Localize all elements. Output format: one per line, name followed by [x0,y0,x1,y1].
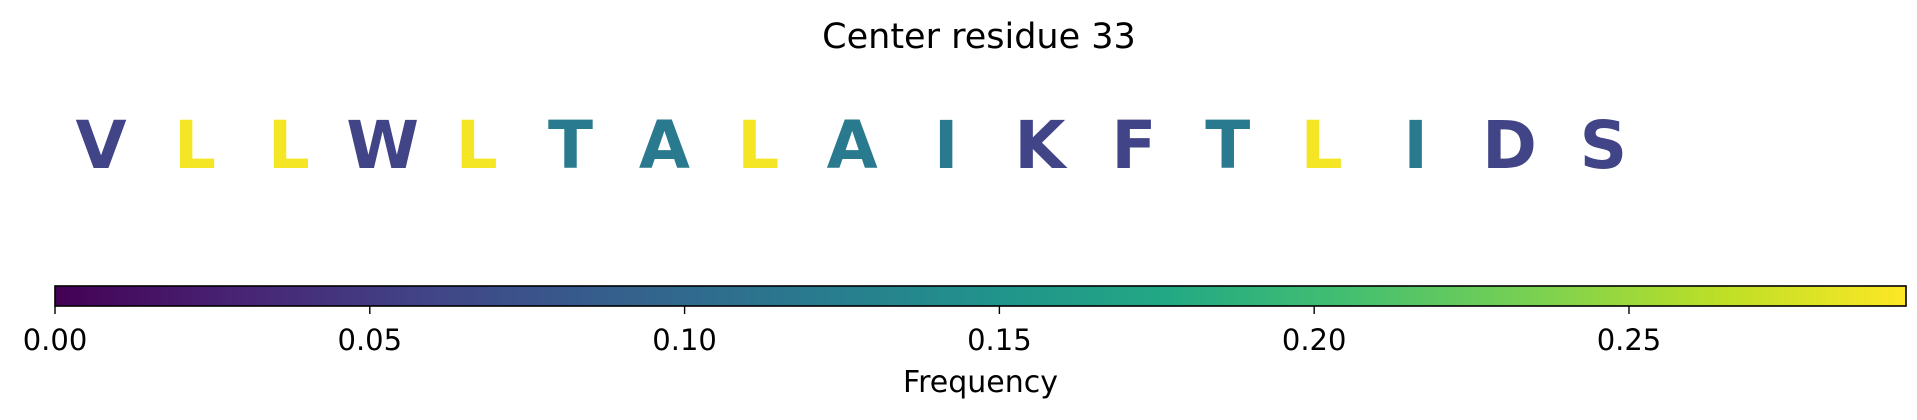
residue-letter: I [934,107,959,184]
colorbar-tick-label: 0.20 [1282,323,1347,357]
residue-letter: S [1580,107,1628,184]
residue-letter: D [1482,107,1537,184]
residue-letter: L [174,107,216,184]
colorbar-tick-label: 0.00 [23,323,88,357]
residue-letter: I [1403,107,1428,184]
residue-letter: K [1014,107,1068,184]
residue-letter: W [346,107,419,184]
residue-letter: V [75,107,126,184]
residue-letter: A [639,107,690,184]
residue-letter: A [827,107,878,184]
residue-letter: L [737,107,779,184]
residue-letter: F [1111,107,1156,184]
chart-title: Center residue 33 [822,17,1136,57]
colorbar-gradient [54,285,1907,307]
residue-letter: L [268,107,310,184]
colorbar-tick-label: 0.25 [1597,323,1662,357]
colorbar-tick-label: 0.10 [652,323,717,357]
residue-letter: T [548,107,593,184]
colorbar-label: Frequency [903,365,1058,400]
residue-letter: L [1301,107,1343,184]
colorbar-tick-label: 0.05 [338,323,403,357]
residue-letter: T [1205,107,1250,184]
residue-letter: L [456,107,498,184]
colorbar-tick-label: 0.15 [967,323,1032,357]
